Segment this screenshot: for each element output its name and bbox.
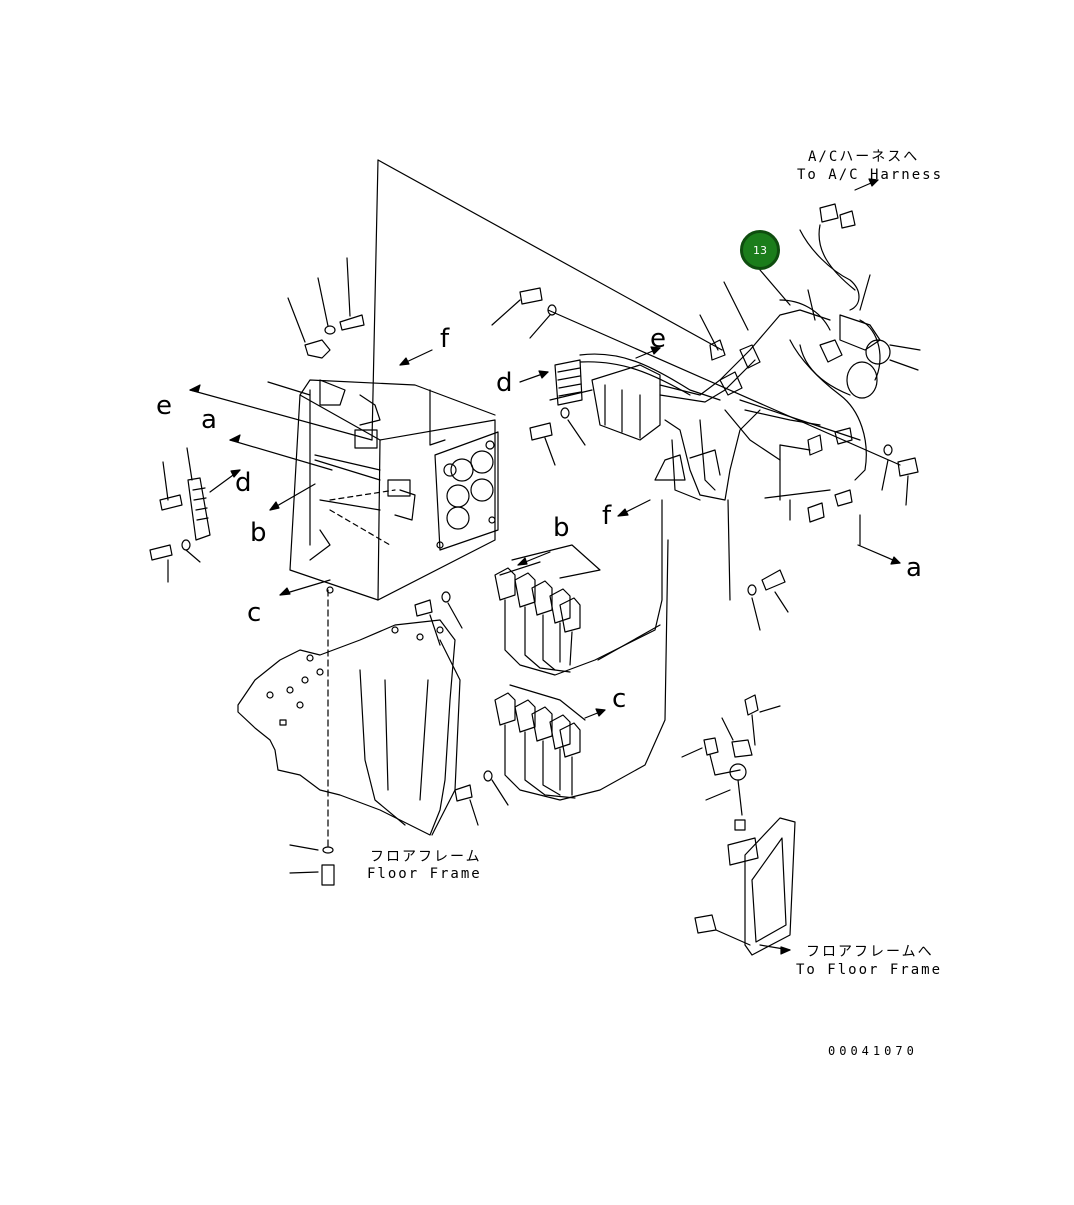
label-d-right: d bbox=[496, 368, 513, 398]
label-e-right: e bbox=[650, 324, 666, 354]
note-floor-frame-en: Floor Frame bbox=[367, 866, 482, 882]
label-b-left: b bbox=[250, 518, 267, 548]
note-to-floor-frame-jp: フロアフレームへ bbox=[806, 944, 934, 960]
harness-bundle bbox=[579, 203, 921, 631]
leader-lines bbox=[371, 159, 901, 466]
label-f-top: f bbox=[440, 324, 450, 354]
top-clamp bbox=[267, 257, 365, 396]
drawing-code: 00041070 bbox=[828, 1044, 918, 1058]
label-f-right: f bbox=[602, 501, 612, 531]
relay-group-c bbox=[454, 539, 669, 826]
floor-bolt bbox=[289, 589, 335, 886]
relay-group-b bbox=[414, 499, 663, 676]
note-to-floor-frame-en: To Floor Frame bbox=[796, 962, 943, 978]
callout-number: 13 bbox=[753, 243, 767, 257]
label-a-left: a bbox=[201, 405, 217, 435]
note-floor-frame-jp: フロアフレーム bbox=[370, 849, 482, 865]
floor-frame bbox=[237, 619, 461, 836]
note-ac-harness-en: To A/C Harness bbox=[797, 167, 944, 183]
relay-box bbox=[289, 379, 499, 601]
left-connector-bracket bbox=[149, 447, 211, 583]
label-c-left: c bbox=[247, 598, 262, 628]
label-e-left: e bbox=[156, 391, 172, 421]
part-callout-13[interactable]: 13 bbox=[740, 230, 780, 270]
label-c-right: c bbox=[612, 684, 627, 714]
label-a-right: a bbox=[906, 553, 922, 583]
connection-arrows bbox=[189, 178, 901, 955]
note-ac-harness-jp: A/Cハーネスへ bbox=[808, 149, 920, 165]
connector-block-d bbox=[491, 287, 661, 466]
label-d-left: d bbox=[235, 468, 252, 498]
label-b-right: b bbox=[553, 513, 570, 543]
lamp-assembly bbox=[681, 694, 796, 956]
